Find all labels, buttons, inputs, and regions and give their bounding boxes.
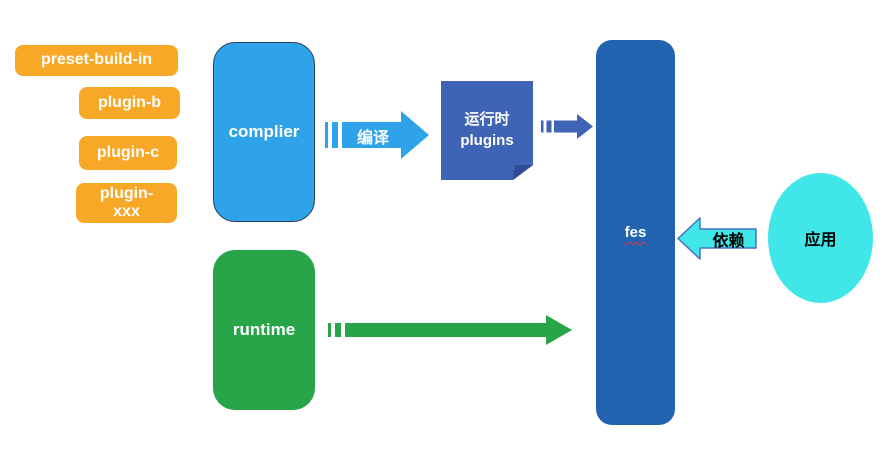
depend-arrow bbox=[677, 217, 757, 260]
runtime-plugins-note-line1: 运行时 bbox=[464, 111, 510, 129]
runtime-plugins-note-fold bbox=[513, 165, 533, 180]
runtime-plugins-note-body bbox=[441, 81, 533, 180]
compile-arrow-head bbox=[401, 111, 429, 159]
chip-plugin-b: plugin-b bbox=[79, 87, 180, 119]
runtime-node: runtime bbox=[213, 250, 315, 410]
runtime-to-fes-arrow-head bbox=[546, 315, 572, 345]
app-ellipse-label: 应用 bbox=[804, 232, 837, 249]
chip-plugin-c: plugin-c bbox=[79, 136, 177, 170]
app-ellipse: 应用 bbox=[768, 173, 873, 303]
plugins-to-fes-arrow-stripe-2 bbox=[546, 120, 552, 133]
depend-arrow-label: 依赖 bbox=[712, 233, 745, 250]
compile-arrow-stripe-1 bbox=[325, 122, 328, 148]
chip-plugin-xxx-label: plugin-xxx bbox=[99, 184, 154, 220]
fes-node: fes bbox=[596, 40, 675, 425]
plugins-to-fes-arrow-stripe-1 bbox=[541, 120, 544, 133]
runtime-plugins-note-label: 运行时 plugins bbox=[441, 81, 533, 180]
compile-arrow bbox=[325, 111, 429, 159]
chip-preset-build-in: preset-build-in bbox=[15, 45, 178, 76]
chip-plugin-xxx: plugin-xxx bbox=[76, 183, 177, 223]
compile-arrow-stripe-2 bbox=[332, 122, 338, 148]
fes-node-label: fes bbox=[624, 224, 647, 241]
plugins-to-fes-arrow bbox=[541, 114, 593, 139]
runtime-to-fes-arrow-body bbox=[345, 323, 546, 337]
runtime-to-fes-arrow bbox=[328, 315, 572, 345]
compile-arrow-body bbox=[342, 122, 401, 148]
compile-arrow-label: 编译 bbox=[356, 129, 389, 147]
runtime-to-fes-arrow-stripe-2 bbox=[335, 323, 341, 337]
chip-plugin-b-label: plugin-b bbox=[97, 93, 162, 111]
plugins-to-fes-arrow-head bbox=[577, 114, 593, 139]
runtime-plugins-note-line2: plugins bbox=[460, 131, 514, 149]
runtime-to-fes-arrow-stripe-1 bbox=[328, 323, 331, 337]
complier-node: complier bbox=[213, 42, 315, 222]
chip-preset-build-in-label: preset-build-in bbox=[40, 51, 153, 69]
depend-arrow-shape bbox=[677, 217, 757, 260]
runtime-node-label: runtime bbox=[232, 320, 296, 339]
plugins-to-fes-arrow-body bbox=[554, 120, 577, 133]
complier-node-label: complier bbox=[228, 122, 300, 141]
chip-plugin-c-label: plugin-c bbox=[96, 143, 160, 161]
runtime-plugins-note bbox=[441, 81, 533, 180]
